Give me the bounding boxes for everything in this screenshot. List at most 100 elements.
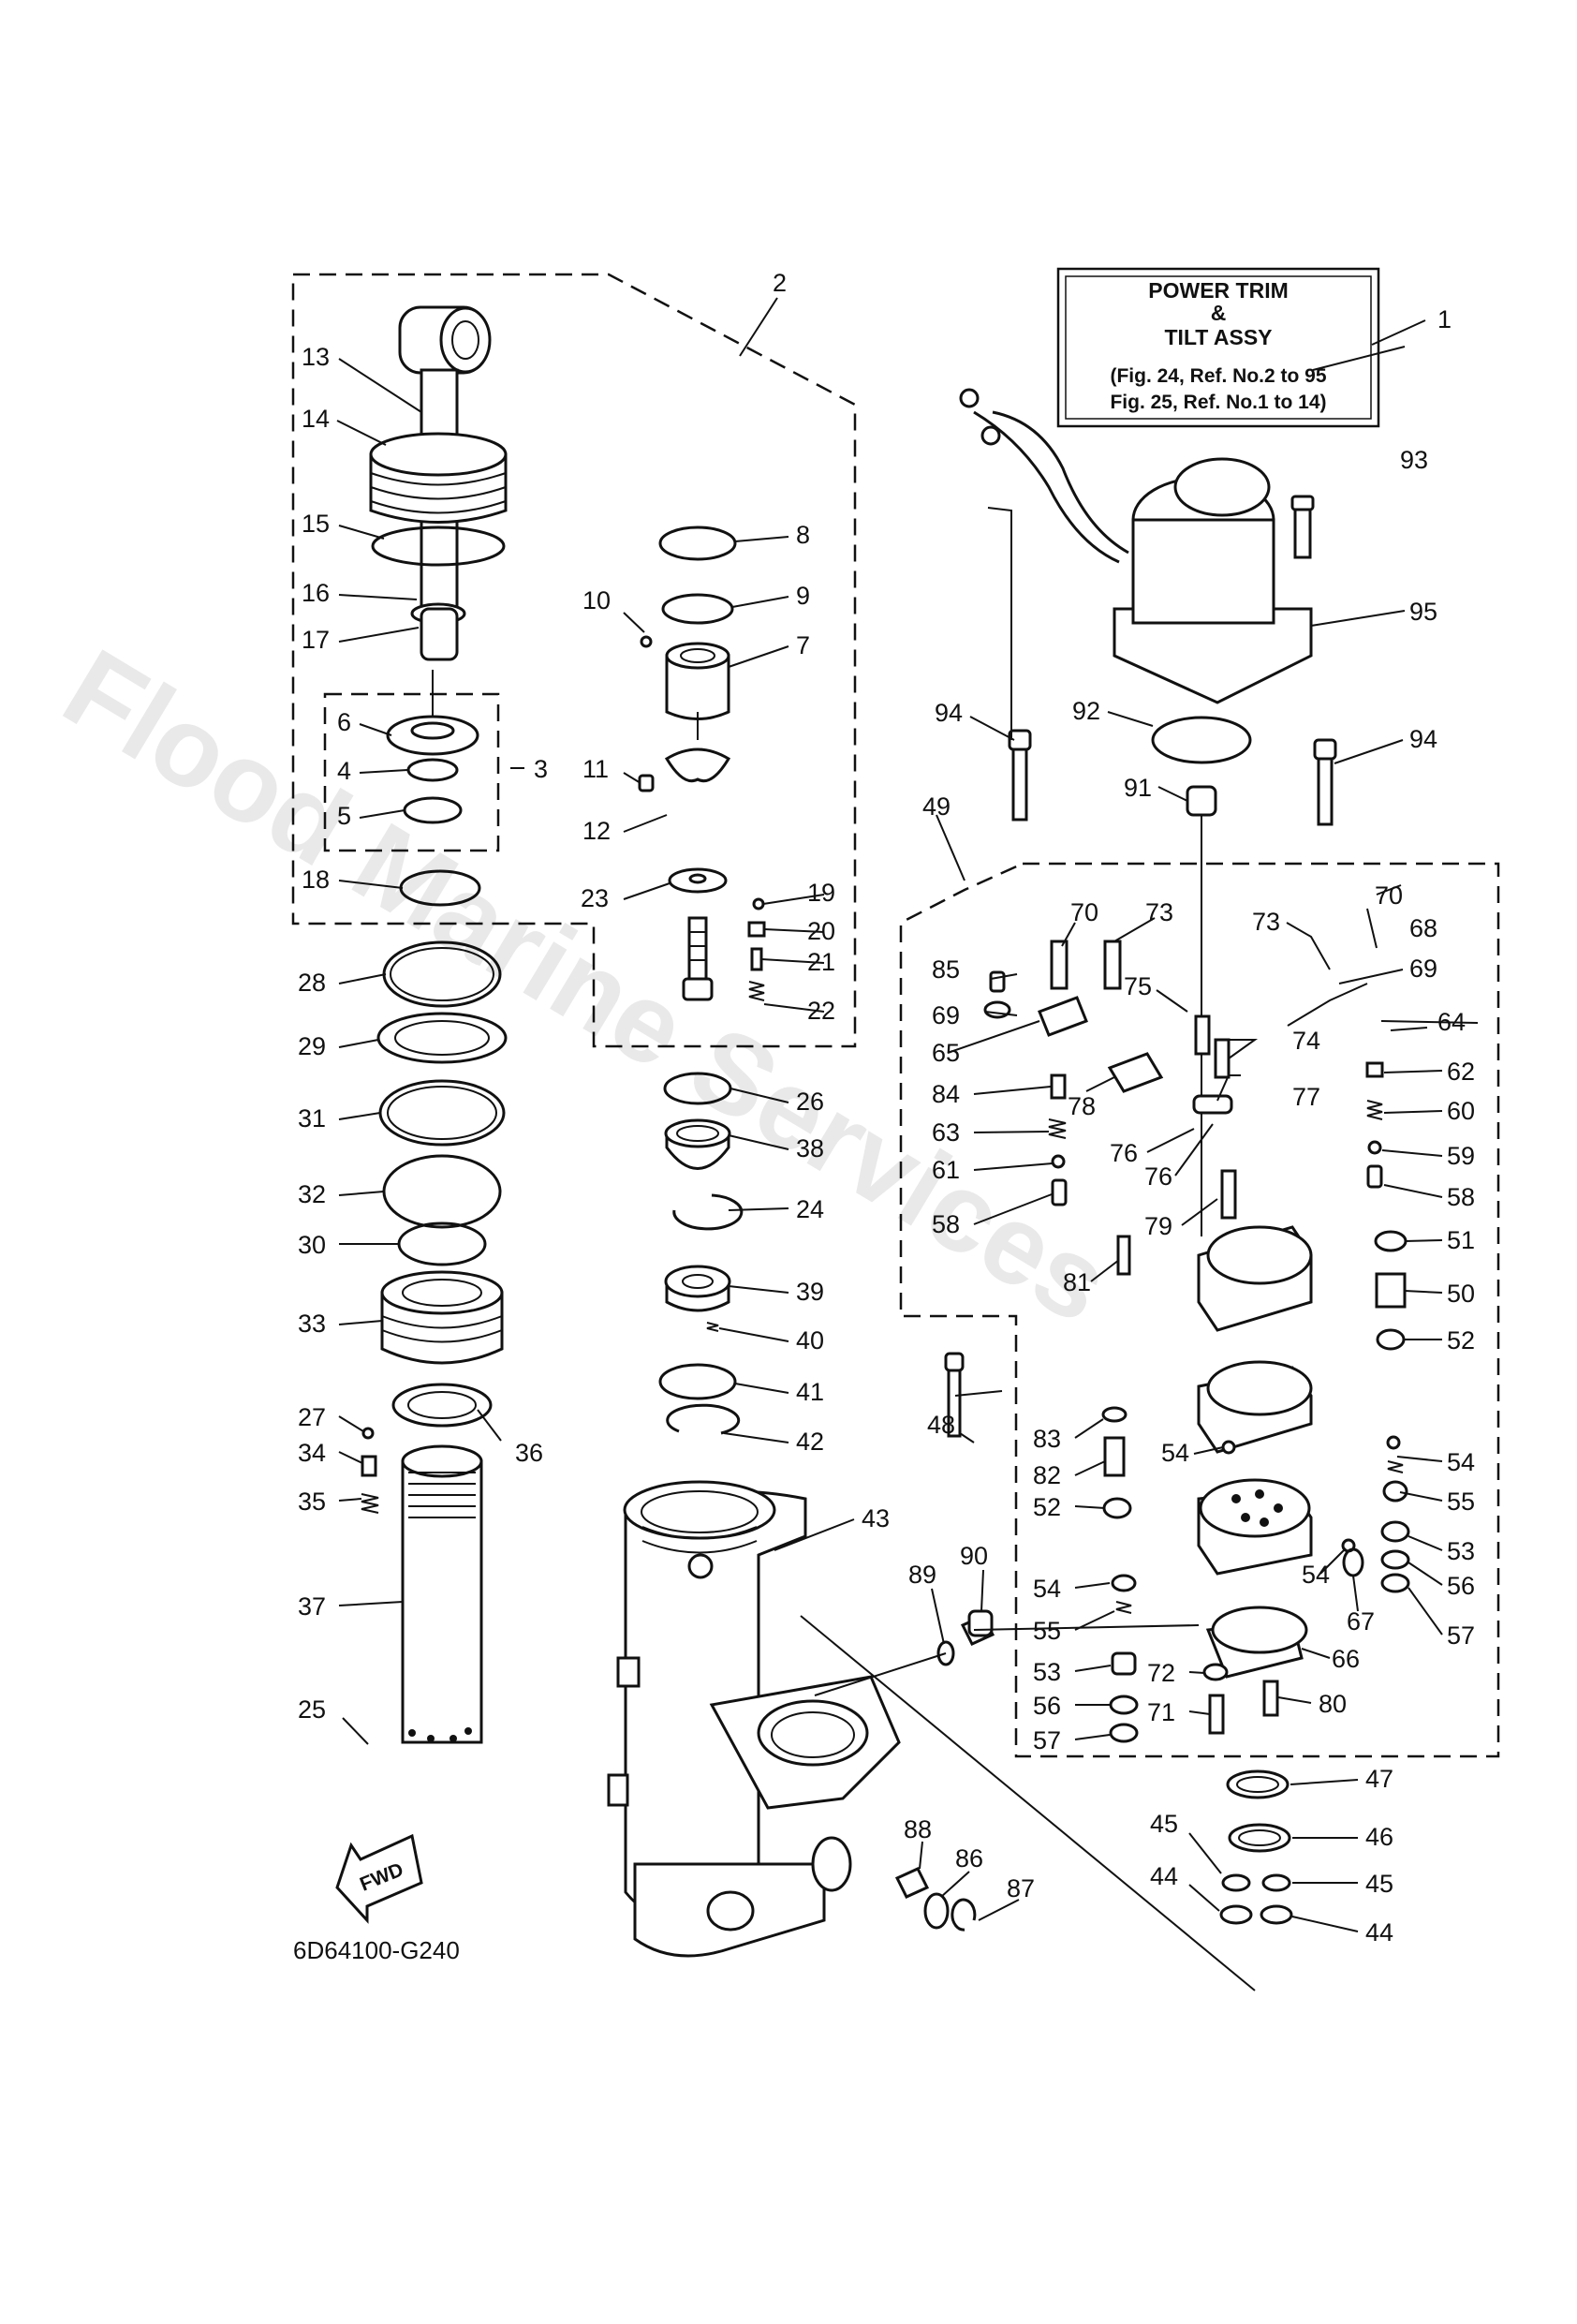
callout-11: 11: [582, 755, 609, 783]
callout-69-left: 69: [932, 1001, 960, 1029]
callout-5: 5: [337, 802, 351, 830]
title-ref-2: Fig. 25, Ref. No.1 to 14): [1110, 392, 1326, 413]
callout-95: 95: [1409, 598, 1437, 626]
callout-19: 19: [807, 879, 835, 907]
callout-49: 49: [922, 792, 951, 821]
callout-78: 78: [1068, 1092, 1096, 1120]
callout-17: 17: [302, 626, 330, 654]
callout-89: 89: [908, 1561, 936, 1589]
callout-32: 32: [298, 1180, 326, 1208]
callout-44-left: 44: [1150, 1862, 1178, 1890]
callout-4: 4: [337, 757, 351, 785]
callout-18: 18: [302, 866, 330, 894]
watermark-text: Flood Marine Services: [44, 625, 1131, 1347]
callout-57-left: 57: [1033, 1726, 1061, 1754]
tilt-rod-assembly: [369, 305, 508, 661]
callout-66: 66: [1332, 1645, 1360, 1673]
callout-9: 9: [796, 582, 810, 610]
callout-70-right: 70: [1375, 881, 1403, 910]
callout-45-left: 45: [1150, 1810, 1178, 1838]
callout-70-left: 70: [1070, 898, 1098, 926]
callout-16: 16: [302, 579, 330, 607]
callout-54-a: 54: [1161, 1439, 1189, 1467]
callout-54-c: 54: [1302, 1561, 1330, 1589]
callout-76-left: 76: [1110, 1139, 1138, 1167]
title-line-2: &: [1211, 301, 1227, 325]
callout-55-right: 55: [1447, 1488, 1475, 1516]
callout-94-left: 94: [935, 699, 963, 727]
leader-lines: [336, 297, 1479, 1991]
callout-76-right: 76: [1144, 1162, 1172, 1191]
callout-60: 60: [1447, 1097, 1475, 1125]
callout-28: 28: [298, 969, 326, 997]
callout-91: 91: [1124, 774, 1152, 802]
callout-10: 10: [582, 586, 611, 614]
callout-52-left: 52: [1033, 1493, 1061, 1521]
callout-56-right: 56: [1447, 1572, 1475, 1600]
callout-44-right: 44: [1365, 1918, 1393, 1947]
callout-51: 51: [1447, 1226, 1475, 1254]
callout-42: 42: [796, 1428, 824, 1456]
callout-64: 64: [1437, 1008, 1466, 1036]
callout-48: 48: [927, 1411, 955, 1439]
piston-valve-parts: [386, 670, 479, 824]
valve-small-parts: [983, 940, 1410, 1743]
callout-6: 6: [337, 708, 351, 736]
callout-33: 33: [298, 1310, 326, 1338]
callout-46: 46: [1365, 1823, 1393, 1851]
callout-84: 84: [932, 1080, 960, 1108]
callout-37: 37: [298, 1592, 326, 1621]
callout-90: 90: [960, 1542, 988, 1570]
callout-25: 25: [298, 1695, 326, 1724]
oring-and-filter: [1151, 716, 1252, 1236]
callout-57-right: 57: [1447, 1621, 1475, 1650]
callout-39: 39: [796, 1278, 824, 1306]
callout-14: 14: [302, 405, 330, 433]
callout-54-d: 54: [1033, 1575, 1061, 1603]
callout-26: 26: [796, 1088, 824, 1116]
callout-63: 63: [932, 1118, 960, 1147]
callout-87: 87: [1007, 1874, 1035, 1902]
title-line-1: POWER TRIM: [1148, 278, 1289, 303]
callout-34: 34: [298, 1439, 326, 1467]
callout-50: 50: [1447, 1280, 1475, 1308]
callout-12: 12: [582, 817, 611, 845]
callout-36: 36: [515, 1439, 543, 1467]
callout-38: 38: [796, 1134, 824, 1162]
free-piston-parts: [658, 1072, 744, 1435]
group-outlines: [291, 273, 1500, 1758]
callout-59: 59: [1447, 1142, 1475, 1170]
parts-drawing: FWD: [335, 305, 1410, 1958]
title-box: POWER TRIM & TILT ASSY (Fig. 24, Ref. No…: [1056, 267, 1380, 428]
callout-41: 41: [796, 1378, 824, 1406]
callout-81: 81: [1063, 1268, 1091, 1296]
callout-3: 3: [534, 755, 548, 783]
callout-93: 93: [1400, 446, 1428, 474]
callout-71: 71: [1147, 1698, 1175, 1726]
callout-15: 15: [302, 510, 330, 538]
callout-30: 30: [298, 1231, 326, 1259]
callout-72: 72: [1147, 1659, 1175, 1687]
callout-88: 88: [904, 1815, 932, 1843]
callout-13: 13: [302, 343, 330, 371]
callout-53-right: 53: [1447, 1537, 1475, 1565]
callout-24: 24: [796, 1195, 824, 1223]
callout-27: 27: [298, 1403, 326, 1431]
callout-58-left: 58: [932, 1210, 960, 1238]
title-ref-1: (Fig. 24, Ref. No.2 to 95: [1110, 365, 1326, 387]
callout-77: 77: [1292, 1083, 1320, 1111]
callout-73-right: 73: [1252, 908, 1280, 936]
diagram-code: 6D64100-G240: [293, 1936, 460, 1964]
callout-labels: 1 2 3 13 14 15 16 17 6 4 5 18 28 29 31 3…: [298, 269, 1475, 1947]
callout-40: 40: [796, 1326, 824, 1354]
callout-21: 21: [807, 948, 835, 976]
callout-83: 83: [1033, 1425, 1061, 1453]
callout-31: 31: [298, 1104, 326, 1132]
title-line-3: TILT ASSY: [1165, 325, 1273, 349]
callout-53-left: 53: [1033, 1658, 1061, 1686]
callout-62: 62: [1447, 1058, 1475, 1086]
callout-58-right: 58: [1447, 1183, 1475, 1211]
callout-79: 79: [1144, 1212, 1172, 1240]
callout-86: 86: [955, 1844, 983, 1873]
callout-85: 85: [932, 955, 960, 984]
